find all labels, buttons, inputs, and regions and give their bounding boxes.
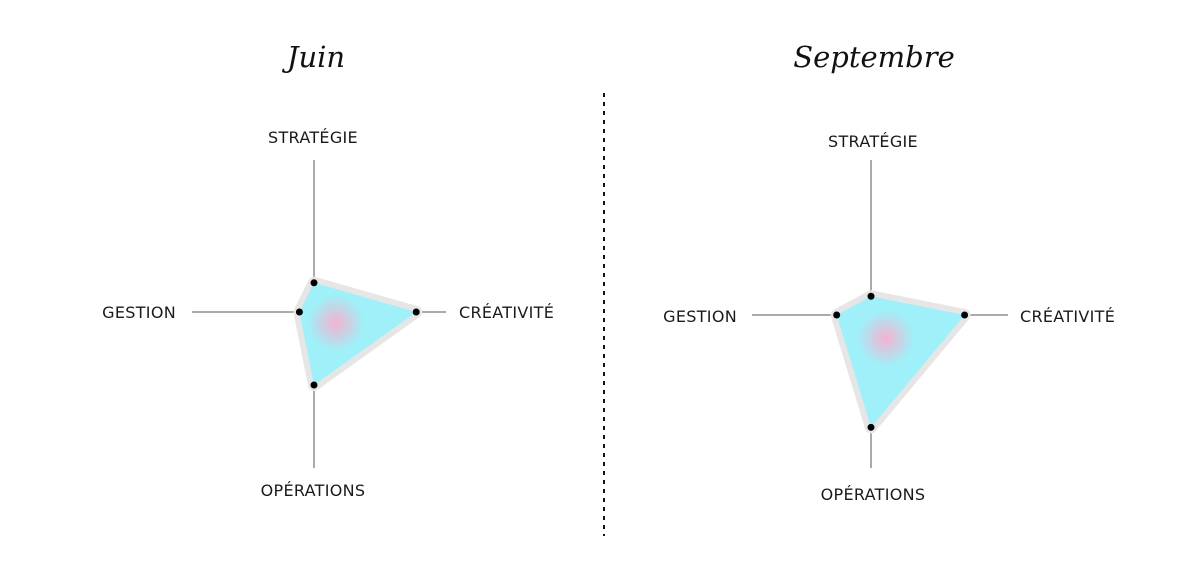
area-glow [307,294,364,351]
point-top [310,279,318,287]
point-bottom [867,423,875,431]
axis-label-bottom: OPÉRATIONS [821,485,926,504]
point-right [961,311,969,319]
radar-panel-juin: Juin STRATÉGIE CRÉATIVITÉ OPÉRATIONS GES… [102,40,554,500]
point-left [833,311,841,319]
axis-label-left: GESTION [102,303,176,322]
radar-plot [830,290,971,434]
chart-title: Juin [282,40,345,74]
axis-label-bottom: OPÉRATIONS [261,481,366,500]
radar-plot [293,276,423,391]
axis-label-top: STRATÉGIE [268,128,358,147]
axis-label-left: GESTION [663,307,737,326]
axis-label-right: CRÉATIVITÉ [459,303,554,322]
point-top [867,292,875,300]
axis-label-right: CRÉATIVITÉ [1020,307,1115,326]
point-left [295,308,303,316]
axis-label-top: STRATÉGIE [828,132,918,151]
area-glow [857,310,914,367]
chart-title: Septembre [793,40,955,74]
radar-panel-septembre: Septembre STRATÉGIE CRÉATIVITÉ OPÉRATION… [663,40,1115,504]
point-bottom [310,381,318,389]
point-right [412,308,420,316]
